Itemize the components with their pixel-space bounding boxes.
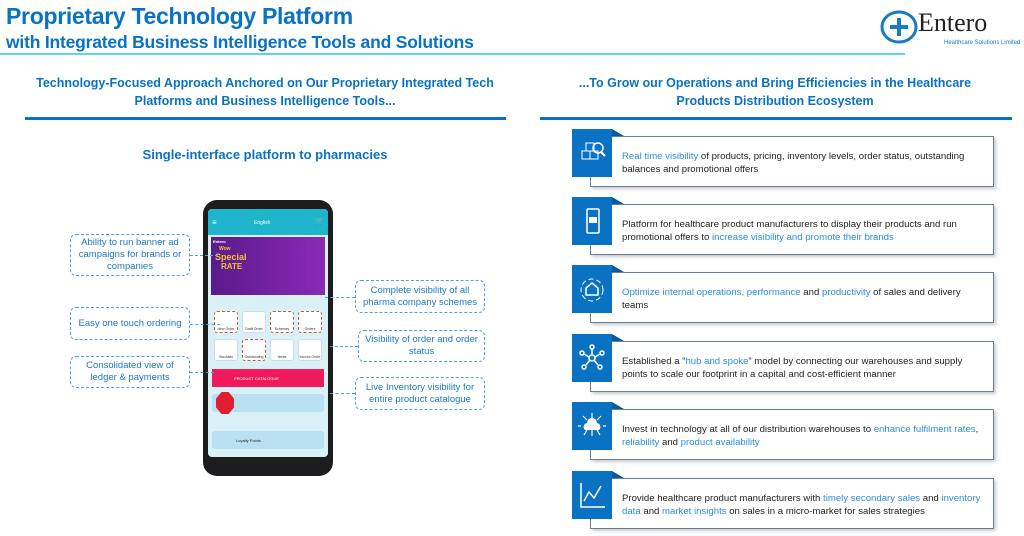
card-text: Platform for healthcare product manufact… — [622, 218, 982, 244]
banner-brand: Entero — [213, 239, 226, 244]
app-tile[interactable]: Draft Order — [242, 311, 266, 333]
offer-carousel[interactable] — [212, 392, 324, 414]
body-text: of sales and delivery teams — [622, 287, 961, 311]
cloud-network-icon — [572, 402, 624, 450]
app-tile[interactable]: Schemes — [270, 311, 294, 333]
right-heading-line2: Products Distribution Ecosystem — [676, 94, 874, 108]
app-header: ≡ English 🛒 — [208, 209, 328, 235]
callout-leader-line — [190, 255, 218, 256]
highlight-text: reliability — [622, 437, 660, 448]
card-text: Invest in technology at all of our distr… — [622, 423, 982, 449]
card-box: Real time visibility of products, pricin… — [590, 136, 994, 187]
callout-leader-line — [325, 297, 355, 298]
card-box: Invest in technology at all of our distr… — [590, 409, 994, 460]
body-text: Established a “ — [622, 356, 686, 367]
body-text: on sales in a micro-market for sales str… — [726, 506, 925, 517]
logo-name: Entero — [918, 8, 988, 37]
benefit-card: Platform for healthcare product manufact… — [572, 197, 994, 255]
body-text: Provide healthcare product manufacturers… — [622, 493, 824, 504]
feature-callout: Complete visibility of all pharma compan… — [355, 280, 485, 313]
app-tile[interactable]: News — [270, 339, 294, 361]
highlight-text: enhance fulfilment rates — [873, 424, 976, 435]
benefit-card: Invest in technology at all of our distr… — [572, 402, 994, 460]
card-box: Established a “hub and spoke” model by c… — [590, 341, 994, 392]
page-subtitle: with Integrated Business Intelligence To… — [6, 32, 474, 52]
right-heading-bar — [540, 117, 1012, 120]
language-selector[interactable]: English — [254, 220, 271, 226]
callout-leader-line — [190, 372, 214, 373]
card-text: Provide healthcare product manufacturers… — [622, 492, 982, 518]
line-chart-icon — [572, 471, 624, 519]
inventory-search-icon — [572, 129, 624, 177]
body-text: and — [920, 493, 942, 504]
benefit-card: Established a “hub and spoke” model by c… — [572, 334, 994, 392]
benefit-card: Real time visibility of products, pricin… — [572, 129, 994, 187]
body-text: Platform for healthcare product manufact… — [622, 219, 957, 243]
app-tile[interactable]: Stockists — [214, 339, 238, 361]
feature-callout: Ability to run banner ad campaigns for b… — [70, 234, 190, 276]
cart-icon[interactable]: 🛒 — [315, 218, 324, 225]
card-text: Optimize internal operations, performanc… — [622, 286, 982, 312]
app-screen: ≡ English 🛒 Entero Wow Special RATE New … — [208, 209, 328, 457]
callout-leader-line — [190, 324, 220, 325]
ad-banner[interactable]: Entero Wow Special RATE — [211, 237, 325, 295]
card-box: Provide healthcare product manufacturers… — [590, 478, 994, 529]
feature-callout: Easy one touch ordering — [70, 307, 190, 340]
left-heading: Technology-Focused Approach Anchored on … — [20, 74, 510, 110]
mobile-cart-icon — [572, 197, 624, 245]
right-heading: ...To Grow our Operations and Bring Effi… — [540, 74, 1010, 110]
banner-text-2: Special — [215, 252, 247, 262]
highlight-text: inventory data — [622, 493, 981, 517]
feature-callout: Live Inventory visibility for entire pro… — [355, 377, 485, 410]
body-text: , — [975, 424, 979, 435]
company-logo: Entero Healthcare Solutions Limited — [880, 8, 1020, 48]
body-text: and — [800, 287, 822, 298]
body-text: of products, pricing, inventory levels, … — [622, 151, 965, 175]
title-divider — [0, 53, 905, 55]
left-heading-bar — [25, 117, 506, 120]
highlight-text: hub and spoke — [685, 356, 749, 367]
app-tile[interactable]: Invoice Order — [298, 339, 322, 361]
right-heading-line1: ...To Grow our Operations and Bring Effi… — [578, 76, 972, 90]
left-heading-line2: Platforms and Business Intelligence Tool… — [134, 94, 396, 108]
highlight-text: product availability — [680, 437, 760, 448]
card-box: Platform for healthcare product manufact… — [590, 204, 994, 255]
highlight-text: timely secondary sales — [823, 493, 921, 504]
loyalty-points-button[interactable]: Loyalty Points — [212, 431, 324, 449]
card-text: Real time visibility of products, pricin… — [622, 150, 982, 176]
product-catalogue-button[interactable]: PRODUCT CATALOGUE — [212, 369, 324, 387]
highlight-text: market insights — [662, 506, 727, 517]
body-text: and — [640, 506, 663, 517]
operations-cycle-icon — [572, 265, 624, 313]
benefit-card: Optimize internal operations, performanc… — [572, 265, 994, 323]
callout-leader-line — [330, 346, 358, 347]
highlight-text: increase visibility and promote their br… — [711, 232, 894, 243]
app-tile[interactable]: Orders — [298, 311, 322, 333]
feature-callout: Consolidated view of ledger & payments — [70, 356, 190, 388]
platform-subheading: Single-interface platform to pharmacies — [142, 147, 388, 162]
entero-logo-icon — [880, 10, 918, 44]
app-tile[interactable]: New Order — [214, 311, 238, 333]
banner-text-1: Wow — [219, 246, 231, 252]
body-text: Invest in technology at all of our distr… — [622, 424, 874, 435]
callout-leader-line — [330, 393, 355, 394]
app-tile[interactable]: Outstanding — [242, 339, 266, 361]
card-text: Established a “hub and spoke” model by c… — [622, 355, 982, 381]
highlight-text: Optimize internal operations, performanc… — [622, 287, 801, 298]
page-title: Proprietary Technology Platform — [6, 3, 353, 29]
benefit-card: Provide healthcare product manufacturers… — [572, 471, 994, 529]
highlight-text: Real time visibility — [622, 151, 699, 162]
card-box: Optimize internal operations, performanc… — [590, 272, 994, 323]
logo-tagline: Healthcare Solutions Limited — [944, 40, 1021, 46]
menu-icon[interactable]: ≡ — [212, 218, 217, 227]
hub-spoke-icon — [572, 334, 624, 382]
highlight-text: productivity — [821, 287, 871, 298]
phone-mockup: ≡ English 🛒 Entero Wow Special RATE New … — [203, 200, 333, 476]
left-heading-line1: Technology-Focused Approach Anchored on … — [36, 76, 494, 90]
body-text: ” model by connecting our warehouses and… — [622, 356, 963, 380]
banner-text-3: RATE — [221, 262, 243, 271]
feature-callout: Visibility of order and order status — [358, 330, 485, 362]
body-text: and — [659, 437, 681, 448]
